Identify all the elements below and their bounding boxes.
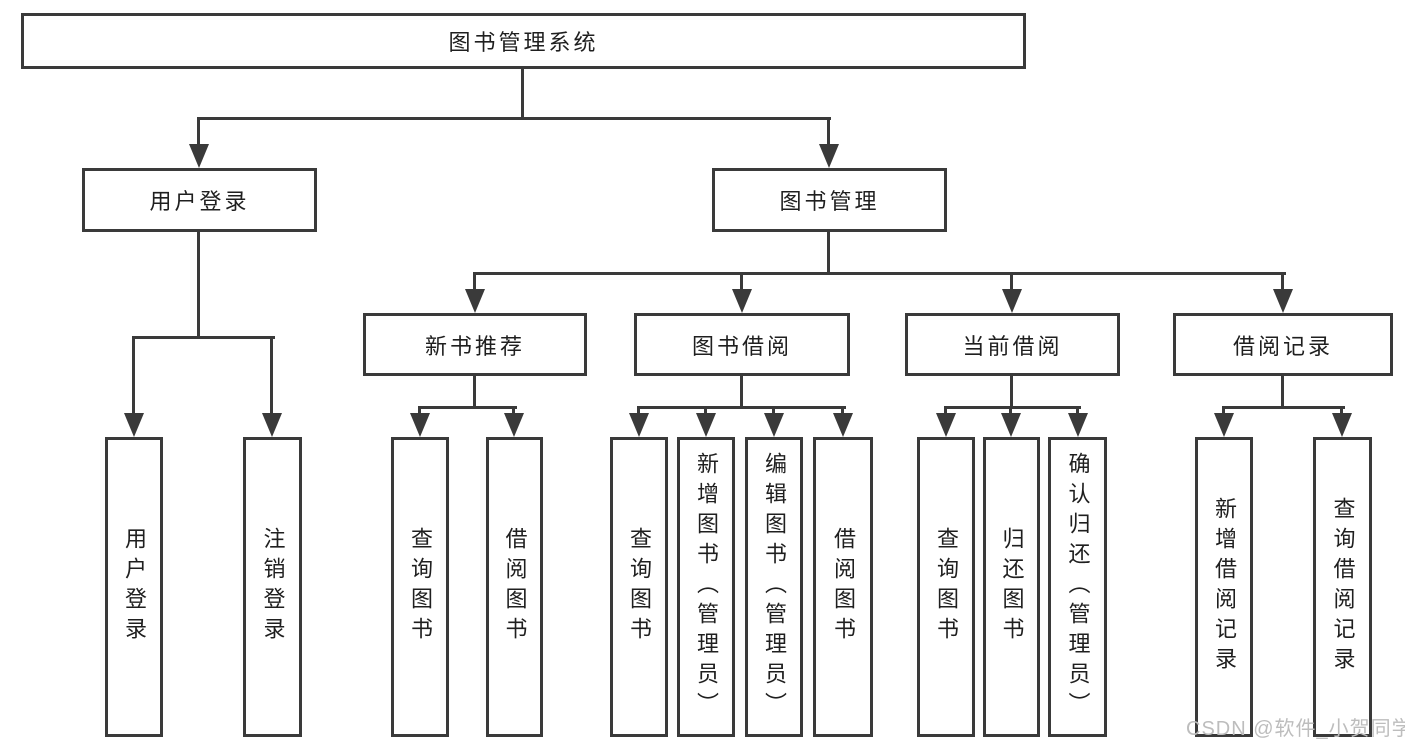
node-book-borrow: 图书借阅 [634, 313, 850, 376]
connector-borrow-branch [637, 406, 846, 409]
connector-l3-drop [1010, 272, 1013, 294]
arrow-down-icon [833, 413, 853, 437]
leaf-borrow-books-recommend-label: 借阅图书 [502, 527, 528, 647]
leaf-logout-label: 注销登录 [260, 527, 286, 647]
leaf-query-books-borrow: 查询图书 [610, 437, 668, 737]
node-borrow-records: 借阅记录 [1173, 313, 1393, 376]
connector-records-branch [1222, 406, 1345, 409]
arrow-down-icon [1002, 289, 1022, 313]
connector-book-mgmt-stem [827, 232, 830, 275]
connector-recommend-stem [473, 376, 476, 409]
arrow-down-icon [936, 413, 956, 437]
leaf-borrow-books: 借阅图书 [813, 437, 873, 737]
node-new-book-recommend: 新书推荐 [363, 313, 587, 376]
arrow-down-icon [1332, 413, 1352, 437]
leaf-user-login-label: 用户登录 [122, 527, 147, 647]
node-book-borrow-label: 图书借阅 [691, 333, 792, 359]
arrow-down-icon [262, 413, 282, 437]
connector-recommend-branch [418, 406, 517, 409]
node-user-login: 用户登录 [82, 168, 317, 232]
arrow-down-icon [764, 413, 784, 437]
arrow-down-icon [1273, 289, 1293, 313]
node-book-management-label: 图书管理 [779, 189, 880, 214]
arrow-down-icon [819, 144, 839, 168]
connector-l3-drop [1281, 272, 1284, 294]
arrow-down-icon [1001, 413, 1021, 437]
leaf-query-borrow-record: 查询借阅记录 [1313, 437, 1372, 737]
leaf-add-books-admin-label: 新增图书（管理员） [694, 452, 719, 722]
leaf-return-books: 归还图书 [983, 437, 1040, 737]
node-borrow-records-label: 借阅记录 [1232, 333, 1333, 359]
leaf-add-borrow-record-label: 新增借阅记录 [1212, 497, 1237, 677]
leaf-return-books-label: 归还图书 [999, 527, 1025, 647]
connector-root-branch [197, 117, 831, 120]
leaf-user-login: 用户登录 [105, 437, 163, 737]
leaf-confirm-return-admin-label: 确认归还（管理员） [1065, 452, 1091, 722]
arrow-down-icon [504, 413, 524, 437]
leaf-query-books-current: 查询图书 [917, 437, 975, 737]
node-root-label: 图书管理系统 [448, 30, 599, 55]
leaf-edit-books-admin-label: 编辑图书（管理员） [762, 452, 787, 722]
leaf-query-books-borrow-label: 查询图书 [627, 527, 652, 647]
connector-leaf-drop [132, 336, 135, 418]
leaf-query-books-recommend-label: 查询图书 [408, 527, 433, 647]
connector-current-branch [944, 406, 1081, 409]
connector-current-stem [1010, 376, 1013, 409]
connector-leaf-drop [270, 336, 273, 418]
arrow-down-icon [696, 413, 716, 437]
connector-l3-drop [473, 272, 476, 294]
node-user-login-label: 用户登录 [149, 189, 250, 214]
connector-user-login-stem [197, 232, 200, 339]
leaf-logout: 注销登录 [243, 437, 302, 737]
leaf-borrow-books-recommend: 借阅图书 [486, 437, 543, 737]
arrow-down-icon [1214, 413, 1234, 437]
arrow-down-icon [189, 144, 209, 168]
arrow-down-icon [465, 289, 485, 313]
connector-l3-drop [740, 272, 743, 294]
connector-records-stem [1281, 376, 1284, 409]
leaf-query-books-current-label: 查询图书 [934, 527, 959, 647]
node-new-book-recommend-label: 新书推荐 [424, 333, 525, 359]
node-current-borrow: 当前借阅 [905, 313, 1120, 376]
leaf-edit-books-admin: 编辑图书（管理员） [745, 437, 803, 737]
arrow-down-icon [1068, 413, 1088, 437]
node-book-management: 图书管理 [712, 168, 947, 232]
arrow-down-icon [629, 413, 649, 437]
leaf-query-borrow-record-label: 查询借阅记录 [1330, 497, 1356, 677]
leaf-query-books-recommend: 查询图书 [391, 437, 449, 737]
leaf-borrow-books-label: 借阅图书 [831, 527, 856, 647]
node-current-borrow-label: 当前借阅 [962, 333, 1063, 359]
csdn-watermark: CSDN @软件_小贺同学 [1186, 718, 1405, 740]
connector-book-mgmt-branch [473, 272, 1286, 275]
leaf-add-books-admin: 新增图书（管理员） [677, 437, 735, 737]
arrow-down-icon [732, 289, 752, 313]
connector-book-mgmt-drop [827, 117, 830, 150]
connector-borrow-stem [740, 376, 743, 409]
connector-user-login-branch [132, 336, 275, 339]
leaf-confirm-return-admin: 确认归还（管理员） [1048, 437, 1107, 737]
leaf-add-borrow-record: 新增借阅记录 [1195, 437, 1253, 737]
arrow-down-icon [124, 413, 144, 437]
connector-user-login-drop [197, 117, 200, 150]
arrow-down-icon [410, 413, 430, 437]
node-root: 图书管理系统 [21, 13, 1026, 69]
connector-root-stem [521, 69, 524, 119]
